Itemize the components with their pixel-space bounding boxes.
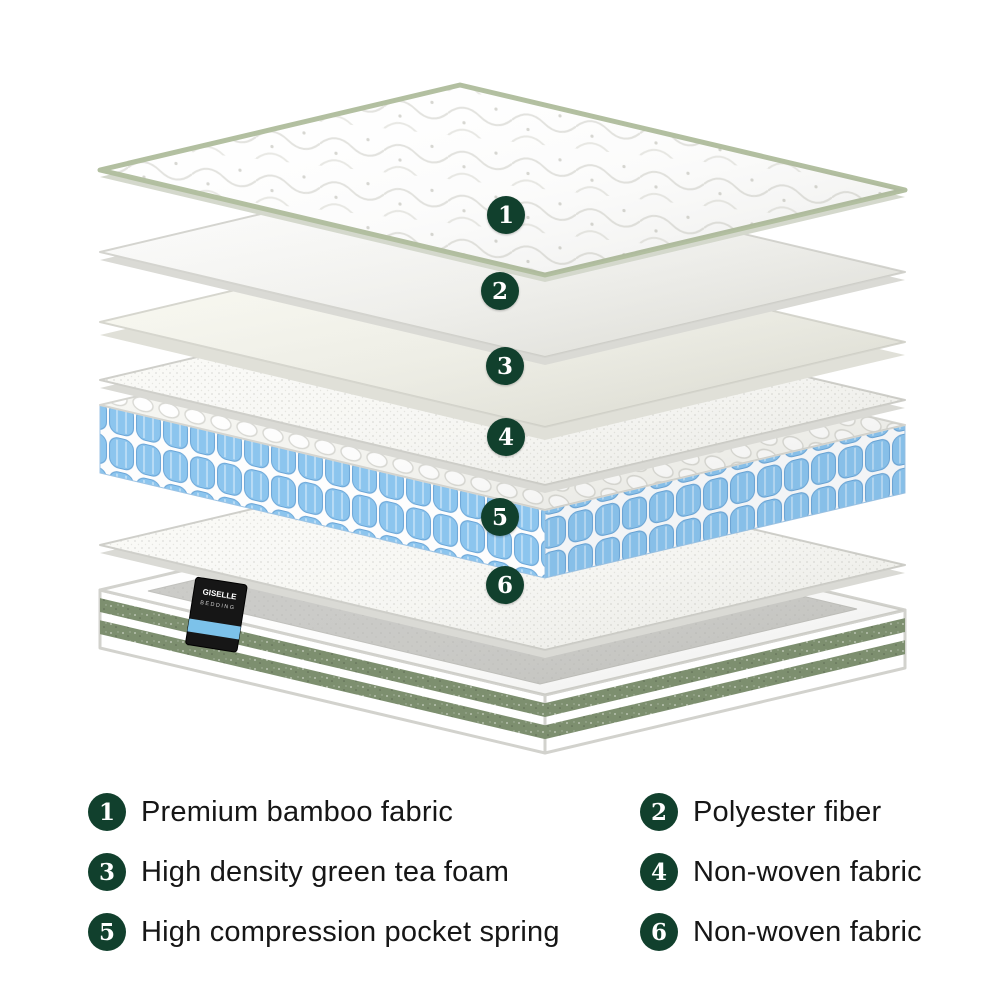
legend-item-3: 3 High density green tea foam: [88, 852, 640, 892]
mattress-exploded-diagram: GISELLE BEDDING: [97, 82, 908, 755]
diagram-badge-3: 3: [486, 347, 524, 385]
base-stripe: [545, 618, 905, 717]
legend-badge-5: 5: [88, 913, 126, 951]
legend-label-4: Non-woven fabric: [693, 855, 922, 888]
diagram-badge-2: 2: [481, 272, 519, 310]
legend-label-6: Non-woven fabric: [693, 915, 922, 948]
diagram-badge-6: 6: [486, 566, 524, 604]
legend-badge-2: 2: [640, 793, 678, 831]
legend-item-2: 2 Polyester fiber: [640, 792, 964, 832]
legend-badge-1: 1: [88, 793, 126, 831]
brand-tag-line2: BEDDING: [200, 600, 236, 611]
legend-label-5: High compression pocket spring: [141, 915, 560, 948]
legend-item-5: 5 High compression pocket spring: [88, 912, 640, 952]
legend-item-1: 1 Premium bamboo fabric: [88, 792, 640, 832]
brand-tag: GISELLE BEDDING: [185, 576, 248, 653]
base-stripe: [545, 640, 905, 740]
base-stripe: [100, 620, 545, 740]
brand-tag-blue-band: [187, 618, 241, 640]
layer-1-bamboo-fabric-top: [97, 82, 908, 282]
legend-label-3: High density green tea foam: [141, 855, 510, 888]
legend-label-1: Premium bamboo fabric: [141, 795, 454, 828]
legend-badge-6: 6: [640, 913, 678, 951]
legend-badge-4: 4: [640, 853, 678, 891]
diagram-badge-1: 1: [487, 196, 525, 234]
legend-badge-3: 3: [88, 853, 126, 891]
diagram-badge-4: 4: [487, 418, 525, 456]
diagram-badge-5: 5: [481, 498, 519, 536]
legend-item-6: 6 Non-woven fabric: [640, 912, 964, 952]
legend: 1 Premium bamboo fabric 2 Polyester fibe…: [88, 792, 964, 952]
legend-item-4: 4 Non-woven fabric: [640, 852, 964, 892]
legend-label-2: Polyester fiber: [693, 795, 882, 828]
